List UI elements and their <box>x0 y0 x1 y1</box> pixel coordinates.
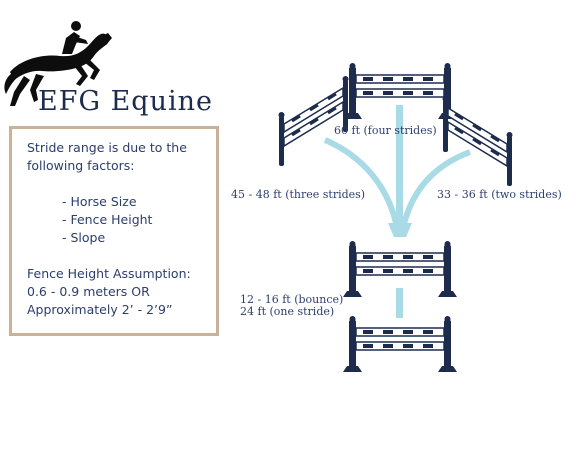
left-fence <box>277 74 350 168</box>
assumption-imperial: Approximately 2’ - 2’9” <box>27 302 173 317</box>
bottom-fence <box>342 315 458 373</box>
factor-list: - Horse Size - Fence Height - Slope <box>62 193 152 247</box>
fence-height-assumption: Fence Height Assumption: 0.6 - 0.9 meter… <box>27 265 219 319</box>
factor-fence-height: - Fence Height <box>62 212 153 227</box>
label-bounce: 12 - 16 ft (bounce) <box>240 293 343 306</box>
label-three-strides: 45 - 48 ft (three strides) <box>231 188 365 201</box>
horse-logo-icon <box>4 21 112 106</box>
jump-distance-diagram: 60 ft (four strides) 45 - 48 ft (three s… <box>231 62 562 373</box>
three-stride-line <box>323 137 401 234</box>
label-four-strides: 60 ft (four strides) <box>334 124 437 137</box>
label-two-strides: 33 - 36 ft (two strides) <box>437 188 562 201</box>
factor-slope: - Slope <box>62 230 106 245</box>
two-stride-line <box>399 149 472 234</box>
one-stride-line <box>396 288 403 318</box>
approach-arrowhead <box>388 223 412 237</box>
assumption-metric: 0.6 - 0.9 meters OR <box>27 284 150 299</box>
assumption-title: Fence Height Assumption: <box>27 266 191 281</box>
info-panel: Stride range is due to the following fac… <box>9 126 219 336</box>
four-stride-line <box>396 105 403 235</box>
brand-name: EFG Equine <box>38 86 213 117</box>
factor-horse-size: - Horse Size <box>62 194 137 209</box>
stride-factors-intro: Stride range is due to the following fac… <box>27 140 187 173</box>
label-one-stride: 24 ft (one stride) <box>240 305 334 318</box>
right-fence <box>441 94 514 188</box>
